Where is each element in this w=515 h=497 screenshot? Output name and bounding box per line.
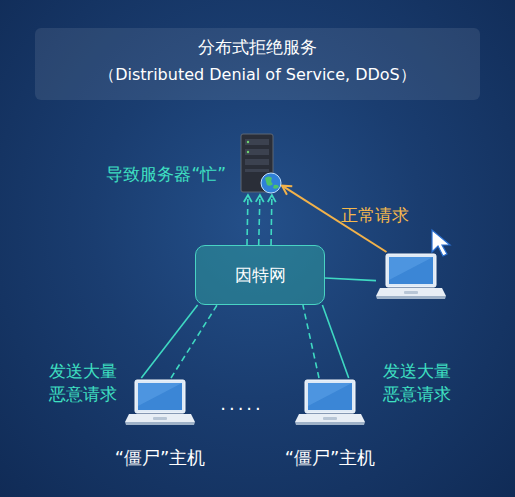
laptop-icon xyxy=(376,252,446,302)
node-label: 导致服务器“忙” xyxy=(106,163,226,185)
diagram-subtitle: （Distributed Denial of Service, DDoS） xyxy=(35,64,480,86)
server-icon xyxy=(236,133,282,195)
node-label: “僵尸”主机 xyxy=(85,446,235,470)
connector xyxy=(171,305,217,378)
laptop-icon xyxy=(125,378,195,428)
connector xyxy=(259,195,260,245)
zombie-host: “僵尸”主机 xyxy=(105,378,215,473)
ellipsis-dots: ····· xyxy=(214,398,270,420)
connector xyxy=(322,305,348,378)
connector xyxy=(303,305,319,378)
edge-label: 正常请求 xyxy=(330,204,420,227)
node-label: “僵尸”主机 xyxy=(255,446,405,470)
connector xyxy=(246,195,249,245)
server-node: 导致服务器“忙” xyxy=(236,133,282,195)
laptop-icon xyxy=(295,378,365,428)
connector xyxy=(325,278,376,281)
connector xyxy=(270,195,272,245)
edge-label: 发送大量 恶意请求 xyxy=(42,360,124,406)
zombie-host: “僵尸”主机 xyxy=(275,378,385,473)
normal-host xyxy=(376,252,446,304)
connector xyxy=(141,305,197,378)
mouse-cursor xyxy=(432,230,450,256)
title-panel xyxy=(35,28,480,100)
internet-box: 因特网 xyxy=(195,245,325,305)
edge-label: 发送大量 恶意请求 xyxy=(376,360,458,406)
node-label: 因特网 xyxy=(235,264,286,287)
diagram-title: 分布式拒绝服务 xyxy=(35,36,480,58)
